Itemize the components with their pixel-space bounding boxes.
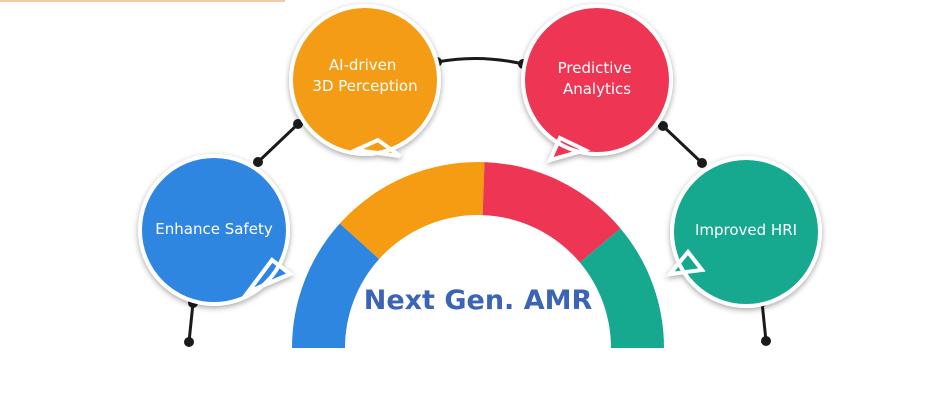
bubble-label-line: Analytics xyxy=(563,80,631,98)
connector-dot xyxy=(697,158,707,168)
connector-dot xyxy=(658,121,668,131)
bubble-shape-ai-perception xyxy=(288,4,442,158)
arc-segment-orange xyxy=(339,162,485,260)
arc-gauge xyxy=(292,162,664,348)
arc-segment-red xyxy=(482,162,621,263)
bubble-label-enhance-safety: Enhance Safety xyxy=(155,220,273,238)
arc-segment-blue xyxy=(292,223,380,348)
connector-dot xyxy=(293,119,303,129)
connector-line xyxy=(256,122,300,164)
bubble-label-improved-hri: Improved HRI xyxy=(695,221,797,239)
bubble-label-line: 3D Perception xyxy=(312,77,417,95)
center-title: Next Gen. AMR xyxy=(364,285,593,316)
bubble-label-predictive-analytics: Predictive Analytics xyxy=(558,59,637,98)
bubble-ai-driven-3d-perception: AI-driven 3D Perception xyxy=(288,4,442,158)
bubble-label-ai-perception: AI-driven 3D Perception xyxy=(312,56,417,95)
connector-line xyxy=(661,124,704,165)
bubble-improved-hri: Improved HRI xyxy=(665,156,823,308)
connector-line xyxy=(760,301,768,342)
connector-dot xyxy=(761,336,771,346)
connector-dot xyxy=(184,337,194,347)
bubble-predictive-analytics: Predictive Analytics xyxy=(520,4,674,164)
top-accent-rule xyxy=(0,0,285,2)
bubble-label-line: Enhance Safety xyxy=(155,220,273,238)
connector-line xyxy=(436,56,524,66)
arc-segment-teal xyxy=(579,228,664,348)
connector-dot xyxy=(253,157,263,167)
bubble-label-line: Improved HRI xyxy=(695,221,797,239)
bubble-label-line: AI-driven xyxy=(329,56,397,74)
bubble-shape-improved-hri xyxy=(665,156,823,308)
connector-line xyxy=(187,302,195,343)
bubble-enhance-safety: Enhance Safety xyxy=(137,154,294,306)
bubble-shape-predictive-analytics xyxy=(520,4,674,164)
bubble-label-line: Predictive xyxy=(558,59,632,77)
bubble-shape-enhance-safety xyxy=(137,154,294,306)
